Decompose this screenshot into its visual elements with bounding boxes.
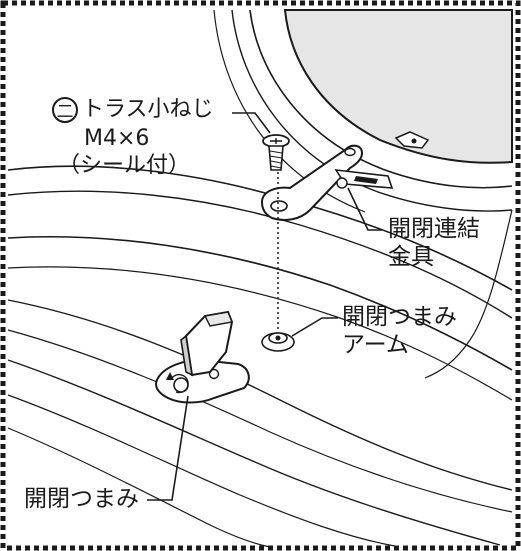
bracket-slot <box>354 176 378 184</box>
bracket-label: 開閉連結 金具 <box>388 218 480 269</box>
lens-inner-ring <box>249 9 513 189</box>
arm-boss-hole <box>275 335 281 341</box>
screw-label-line3: （シール付） <box>58 153 191 178</box>
arm-label-line2: アーム <box>342 332 409 358</box>
inner-lens <box>283 9 513 164</box>
screw-label-line1: トラス小ねじ <box>82 97 214 122</box>
leader-arm <box>291 317 338 337</box>
body-curve-7 <box>7 359 501 546</box>
arm-label-line1: 開閉つまみ <box>342 304 457 330</box>
body-curve-8 <box>7 394 396 547</box>
body-curve-4 <box>7 266 513 401</box>
right-rim <box>424 209 513 379</box>
bracket-rivet <box>336 177 348 189</box>
body-curve-9 <box>7 427 271 548</box>
body-curve-6 <box>7 329 513 513</box>
knob-side <box>180 334 194 377</box>
connecting-bracket <box>260 144 364 221</box>
knob-label: 開閉つまみ <box>24 488 139 511</box>
leader-bracket <box>347 187 382 231</box>
body-curve-5 <box>7 299 513 491</box>
plate-rivet <box>208 368 220 380</box>
leader-screw <box>232 112 271 134</box>
body-curve-2 <box>7 190 513 319</box>
body-curve-3 <box>7 235 513 371</box>
screw-label: 二 トラス小ねじ M4×6 （シール付） <box>52 97 214 177</box>
bracket-label-line1: 開閉連結 <box>388 216 480 242</box>
screw-label-line2: M4×6 <box>84 126 150 151</box>
rotation-arrow-head <box>166 372 174 380</box>
knob-label-line1: 開閉つまみ <box>24 486 139 512</box>
bracket-hole-right <box>344 147 356 157</box>
bracket-label-line2: 金具 <box>388 244 434 270</box>
lens-rim <box>213 9 366 213</box>
arm-label: 開閉つまみ アーム <box>342 306 457 357</box>
leader-knob <box>147 395 189 501</box>
bracket-hole-left <box>270 200 288 212</box>
rim-clip-hole <box>411 138 417 144</box>
knob-top <box>203 311 233 327</box>
screw-marker: 二 <box>52 97 78 123</box>
truss-screw <box>262 134 290 171</box>
rotation-arrow <box>171 373 189 394</box>
